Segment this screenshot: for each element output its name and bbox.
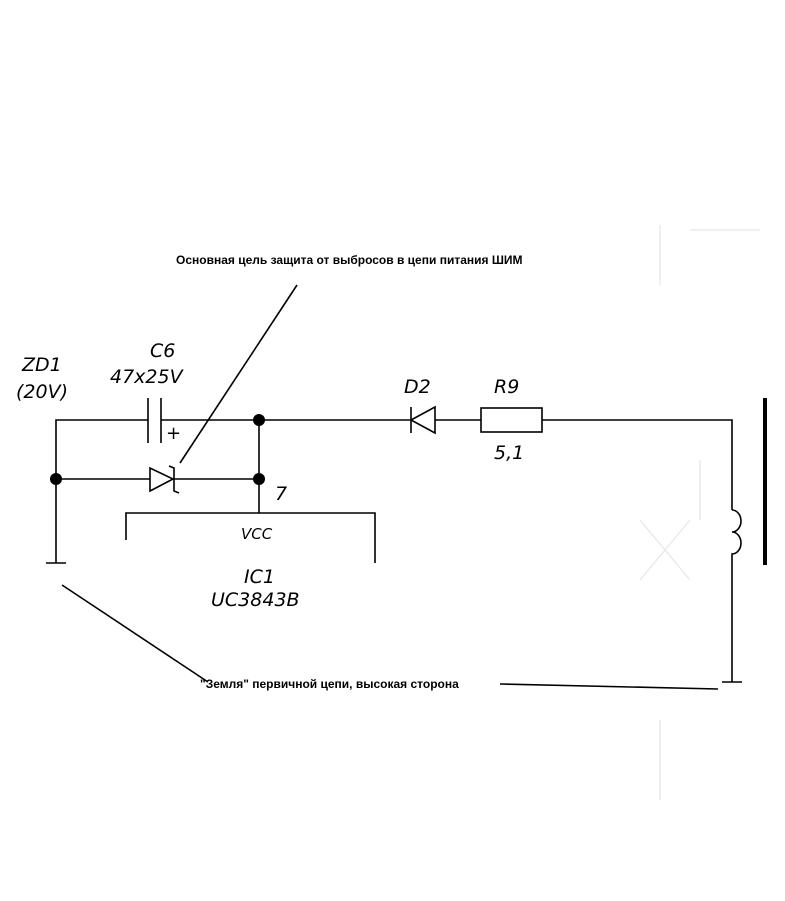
ic1-pin-name: VCC [241,525,273,543]
protection-note-leader [179,284,298,464]
resistor-r9 [480,407,543,433]
r9-ref-label: R9 [494,376,519,398]
ground-note: "Земля" первичной цепи, высокая сторона [200,677,459,691]
diode-d2 [409,405,436,435]
protection-note: Основная цель защита от выбросов в цепи … [176,253,523,267]
ic1-pin-number: 7 [275,483,287,505]
ic1-part-label: UC3843B [211,589,300,611]
ic1-outline [125,512,376,563]
ground-note-leader-right [499,683,719,690]
c6-value-label: 47x25V [110,366,185,388]
c6-polarity: + [166,423,181,444]
junction-dot-left [50,473,62,485]
top-rail-left [55,419,148,563]
r9-value-label: 5,1 [494,442,524,464]
d2-ref-label: D2 [404,376,431,398]
transformer-winding [731,509,742,682]
junction-dot-mid [253,473,265,485]
zener-diode-zd1 [149,465,180,494]
junction-dot-top [253,414,265,426]
ic1-ref-label: IC1 [244,566,275,588]
ground-note-leader-left [61,584,209,683]
background-artifacts [639,225,760,800]
c6-ref-label: C6 [150,340,175,362]
zd1-value-label: (20V) [16,381,68,403]
capacitor-c6: + [147,398,181,444]
zd1-ref-label: ZD1 [21,354,62,376]
top-rail-right [542,419,733,510]
